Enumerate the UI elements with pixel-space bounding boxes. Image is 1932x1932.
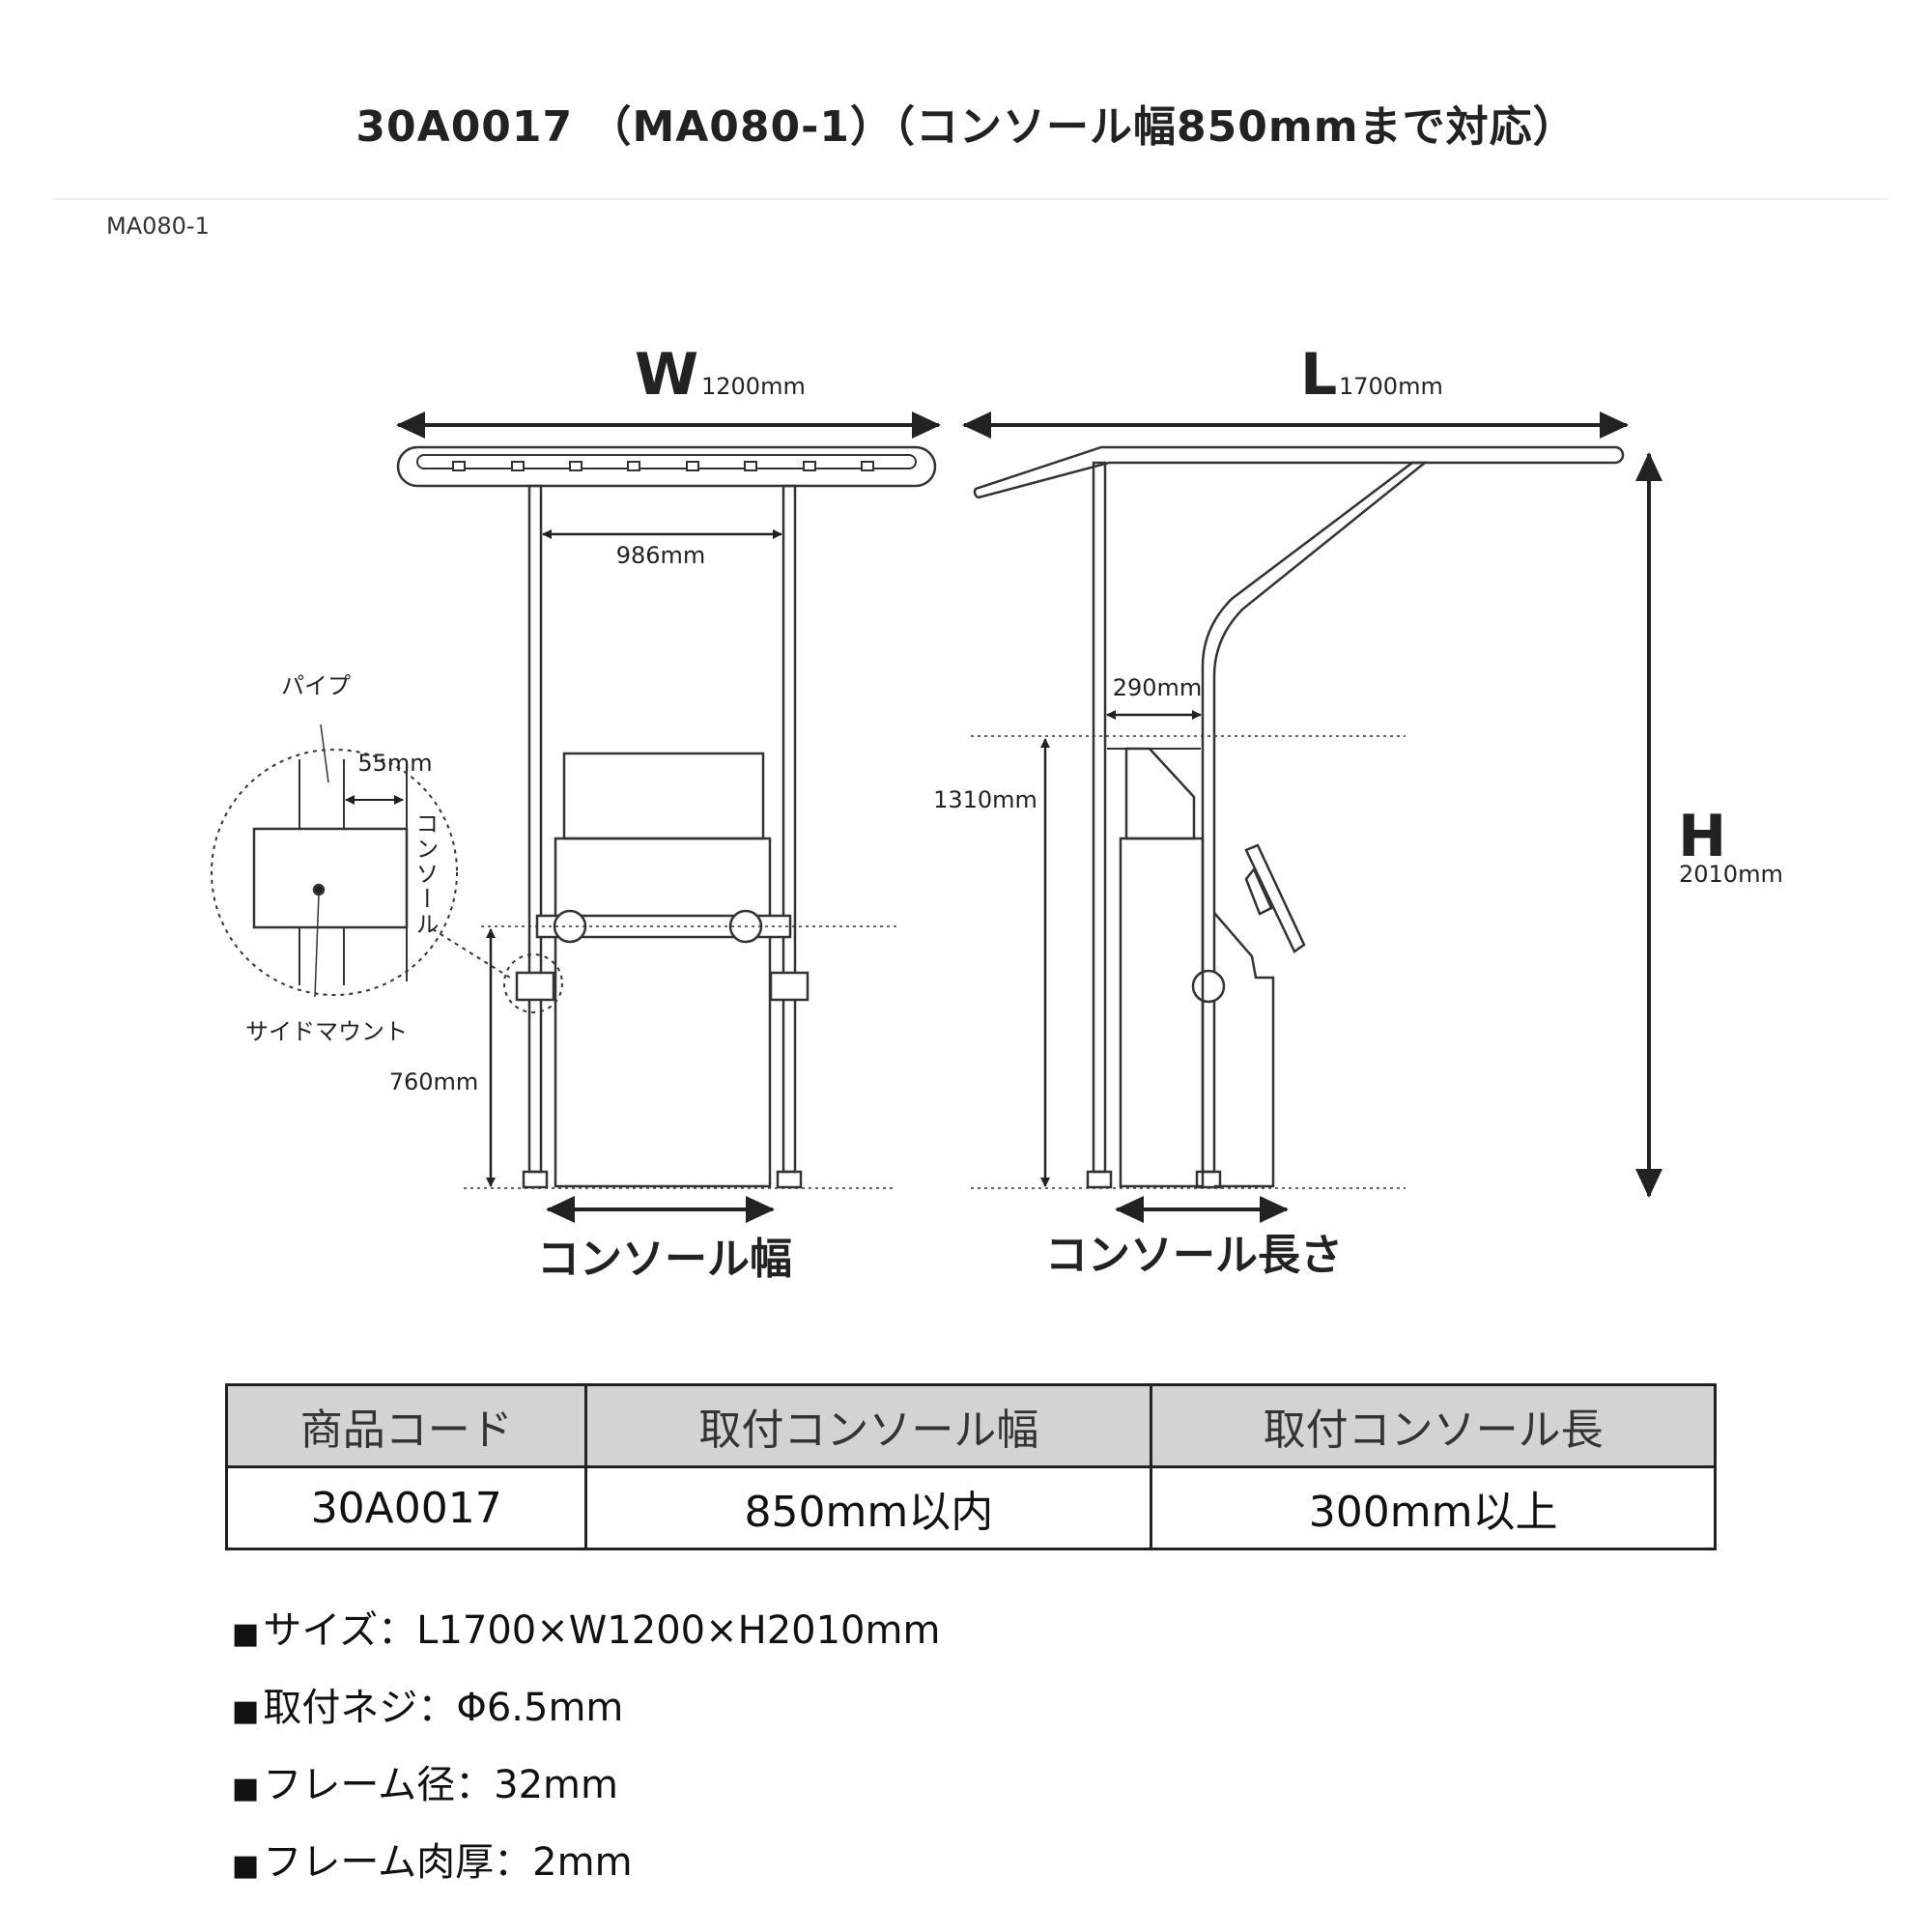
side-mount-label: サイドマウント bbox=[245, 1018, 408, 1045]
spec-table: 商品コード 取付コンソール幅 取付コンソール長 30A0017 850mm以内 … bbox=[224, 1383, 1717, 1550]
side-view bbox=[962, 412, 1662, 1223]
note-size: ■サイズ：L1700×W1200×H2010mm bbox=[232, 1608, 941, 1653]
header-product-code: 商品コード bbox=[224, 1383, 588, 1468]
header-console-width: 取付コンソール幅 bbox=[584, 1383, 1153, 1468]
table-header-row: 商品コード 取付コンソール幅 取付コンソール長 bbox=[224, 1383, 1717, 1468]
divider bbox=[53, 198, 1889, 200]
front-console-screen bbox=[562, 752, 765, 840]
side-roof bbox=[973, 445, 1625, 499]
pipe-label: パイプ bbox=[281, 672, 351, 699]
gap-label: 55mm bbox=[357, 750, 432, 777]
detail-circle bbox=[211, 749, 458, 996]
side-mount-right bbox=[769, 971, 810, 1002]
side-mount-left bbox=[515, 971, 555, 1002]
console-length-caption: コンソール長さ bbox=[1045, 1231, 1343, 1280]
h-value: 2010mm bbox=[1679, 861, 1783, 888]
side-console-lower bbox=[1119, 837, 1205, 1188]
console-width-caption: コンソール幅 bbox=[537, 1235, 792, 1284]
side-helm bbox=[1213, 912, 1275, 1188]
front-left-pipe bbox=[527, 484, 543, 1174]
front-console-body bbox=[554, 837, 772, 1188]
spec-notes: ■サイズ：L1700×W1200×H2010mm ■取付ネジ：Φ6.5mm ■フ… bbox=[232, 1592, 940, 1901]
height-1310-label: 1310mm bbox=[933, 786, 1037, 813]
cell-console-width: 850mm以内 bbox=[584, 1465, 1153, 1550]
note-frame-diameter: ■フレーム径：32mm bbox=[232, 1763, 618, 1807]
side-console-upper bbox=[1124, 747, 1196, 840]
w-value: 1200mm bbox=[701, 373, 806, 400]
cell-console-length: 300mm以上 bbox=[1150, 1465, 1717, 1550]
dimension-diagram: W 1200mm 986mm パイプ 55mm コンソール サイドマウント 76… bbox=[211, 341, 1783, 1284]
header-console-length: 取付コンソール長 bbox=[1150, 1383, 1717, 1468]
detail-source-circle bbox=[503, 953, 563, 1013]
l-letter: L bbox=[1300, 341, 1337, 409]
side-rear-pipe bbox=[1201, 461, 1429, 1174]
bullet-icon: ■ bbox=[232, 1694, 260, 1728]
depth-label: 290mm bbox=[1113, 674, 1203, 701]
note-screw: ■取付ネジ：Φ6.5mm bbox=[232, 1686, 624, 1730]
h-letter: H bbox=[1678, 803, 1726, 870]
model-label: MA080-1 bbox=[106, 213, 210, 240]
console-vertical-label: コンソール bbox=[412, 811, 439, 937]
detail-mount-block bbox=[252, 827, 409, 929]
front-canopy bbox=[396, 445, 937, 488]
w-letter: W bbox=[635, 341, 698, 409]
table-row: 30A0017 850mm以内 300mm以上 bbox=[224, 1465, 1717, 1550]
bullet-icon: ■ bbox=[232, 1772, 260, 1805]
front-view bbox=[211, 412, 941, 1223]
canopy-bolts bbox=[452, 461, 874, 471]
note-frame-thickness: ■フレーム肉厚：2mm bbox=[232, 1840, 633, 1885]
side-front-pipe bbox=[1092, 461, 1107, 1174]
cell-product-code: 30A0017 bbox=[224, 1465, 588, 1550]
inner-width-label: 986mm bbox=[616, 542, 706, 569]
l-value: 1700mm bbox=[1339, 373, 1443, 400]
front-right-pipe bbox=[781, 484, 797, 1174]
bullet-icon: ■ bbox=[232, 1617, 260, 1651]
page-title: 30A0017 （MA080-1）（コンソール幅850mmまで対応） bbox=[355, 102, 1577, 152]
side-helm-wheel bbox=[1244, 843, 1306, 953]
bullet-icon: ■ bbox=[232, 1849, 260, 1883]
mount-height-label: 760mm bbox=[389, 1068, 479, 1095]
